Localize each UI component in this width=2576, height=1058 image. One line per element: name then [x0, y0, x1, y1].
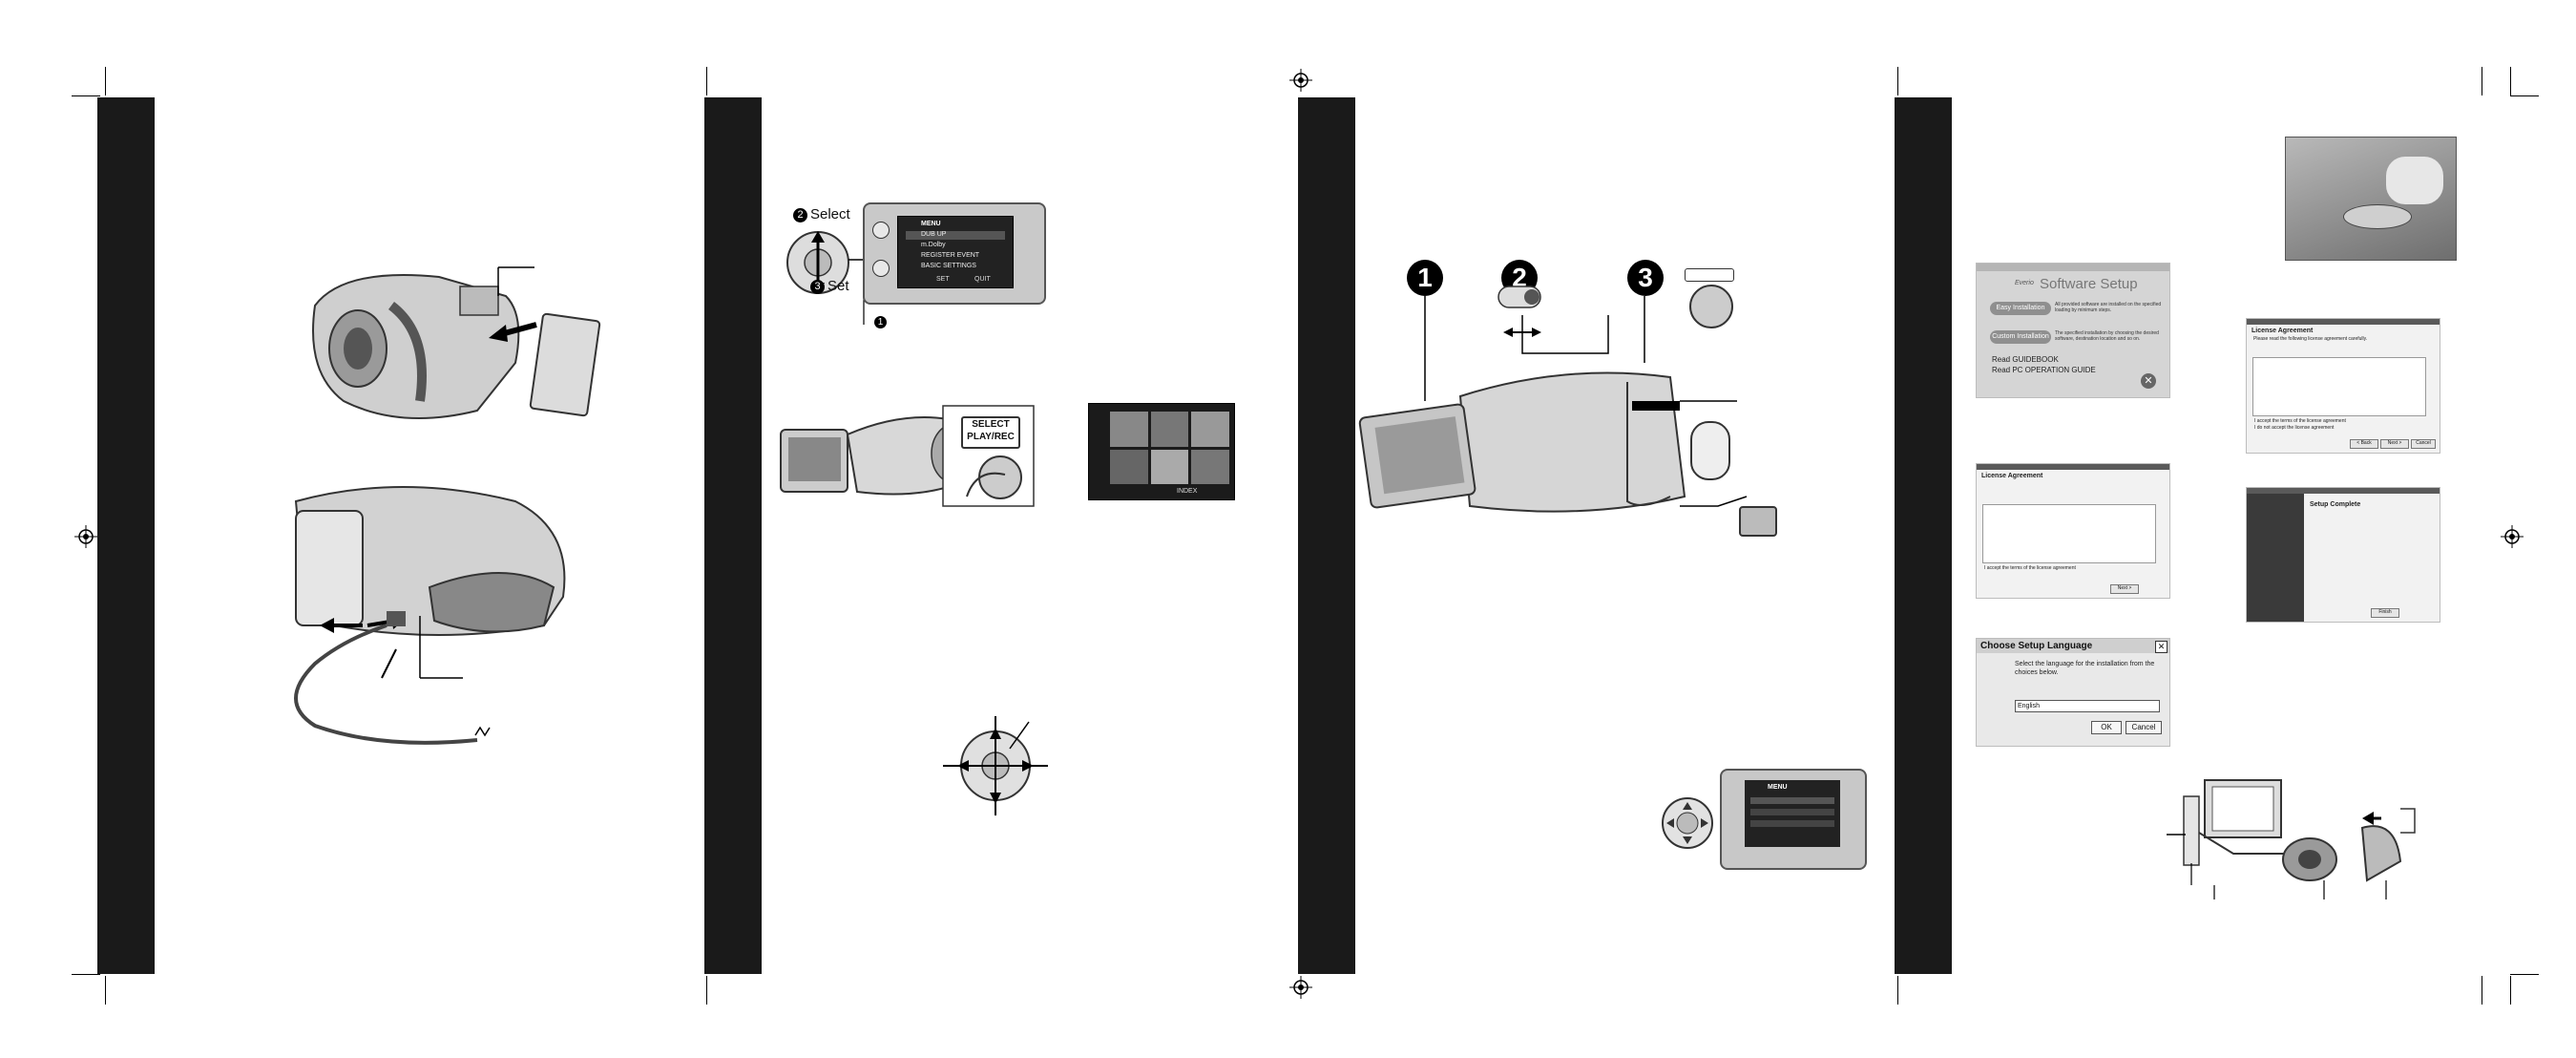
easy-installation-label: Easy Installation — [1996, 305, 2045, 311]
camcorder-battery-illustration — [312, 266, 601, 419]
license-agreement-window-2: License Agreement I accept the terms of … — [1976, 463, 2170, 599]
back-button[interactable]: < Back — [2350, 439, 2378, 449]
pc-connection-illustration — [2167, 779, 2416, 899]
choose-language-prompt: Select the language for the installation… — [2015, 661, 2155, 676]
page-spine-2 — [704, 97, 762, 974]
select-label: Select — [810, 206, 850, 222]
registration-mark — [1289, 976, 1312, 999]
crop-mark — [1897, 976, 1898, 1005]
choose-language-window: Choose Setup Language ✕ Select the langu… — [1976, 638, 2170, 747]
step-3-badge: 3 — [810, 280, 825, 294]
index-thumbnail-screen: INDEX — [1088, 403, 1235, 500]
next-button[interactable]: Next > — [2110, 584, 2139, 594]
custom-installation-desc: The specified installation by choosing t… — [2055, 330, 2159, 342]
lcd-menu-screen: MENU DUB UP m.Dolby REGISTER EVENT BASIC… — [863, 202, 1046, 305]
next-label: Next > — [2387, 440, 2402, 446]
choose-language-title: Choose Setup Language — [1980, 641, 2093, 651]
step-1-badge-large: 1 — [1407, 260, 1443, 296]
cancel-label: Cancel — [2416, 440, 2431, 446]
lcd-menu-screen-small: MENU — [1720, 769, 1867, 870]
step-2-badge: 2 — [793, 208, 807, 222]
dial-icon — [1662, 797, 1713, 849]
language-select[interactable]: English — [2015, 700, 2160, 712]
license-accept-option[interactable]: I accept the terms of the license agreem… — [2254, 418, 2346, 424]
menu-set-hint: SET — [936, 276, 950, 283]
language-value: English — [2018, 703, 2040, 709]
pc-disc-tray-photo — [2285, 137, 2457, 261]
crop-mark — [105, 67, 106, 95]
software-setup-title: Software Setup — [2040, 276, 2138, 292]
crop-mark — [105, 976, 106, 1005]
camcorder-select-playrec-illustration — [780, 405, 1035, 507]
license-title: License Agreement — [1981, 473, 2043, 479]
menu-item[interactable]: REGISTER EVENT — [921, 252, 980, 259]
setup-complete-title: Setup Complete — [2310, 501, 2361, 508]
menu-title: MENU — [1768, 784, 1788, 791]
license-title: License Agreement — [2251, 328, 2314, 334]
power-button-icon[interactable] — [1689, 285, 1733, 328]
ok-label: OK — [2101, 723, 2112, 731]
crop-mark — [72, 95, 100, 96]
cancel-label: Cancel — [2131, 723, 2156, 731]
easy-installation-desc: All provided software are installed on t… — [2055, 302, 2162, 313]
menu-item[interactable]: DUB UP — [906, 231, 1005, 240]
dial-arrows-illustration — [943, 716, 1048, 815]
registration-mark — [2501, 525, 2524, 548]
menu-quit-hint: QUIT — [974, 276, 991, 283]
close-icon[interactable]: ✕ — [2141, 373, 2156, 389]
setup-complete-window: Setup Complete Finish — [2246, 487, 2440, 623]
finish-label: Finish — [2378, 609, 2392, 615]
page-spine-3 — [1298, 97, 1355, 974]
crop-mark — [706, 976, 707, 1005]
read-guidebook-link[interactable]: Read GUIDEBOOK — [1992, 355, 2059, 364]
cancel-button[interactable]: Cancel — [2126, 721, 2162, 734]
menu-item[interactable]: m.Dolby — [921, 242, 946, 248]
close-icon[interactable]: ✕ — [2155, 641, 2168, 653]
registration-mark — [1289, 69, 1312, 92]
software-setup-window: Everio Software Setup Easy Installation … — [1976, 263, 2170, 398]
software-setup-brand: Everio — [2015, 280, 2034, 286]
crop-mark — [72, 974, 100, 975]
camcorder-open-lcd-illustration — [1358, 286, 1748, 513]
next-label: Next > — [2117, 585, 2132, 591]
step-3-badge-large: 3 — [1627, 260, 1664, 296]
step-1-badge: 1 — [874, 316, 887, 328]
crop-mark — [2510, 67, 2511, 95]
crop-mark — [2510, 974, 2539, 975]
menu-title: MENU — [921, 221, 941, 227]
set-label: Set — [827, 278, 849, 294]
crop-mark — [2510, 976, 2511, 1005]
read-pc-guide-link[interactable]: Read PC OPERATION GUIDE — [1992, 366, 2096, 374]
page-spine-4 — [1895, 97, 1952, 974]
small-button-icon[interactable] — [1739, 506, 1777, 537]
ok-button[interactable]: OK — [2091, 721, 2122, 734]
next-button[interactable]: Next > — [2380, 439, 2409, 449]
page-spine-1 — [97, 97, 155, 974]
menu-item[interactable]: BASIC SETTINGS — [921, 263, 976, 269]
crop-mark — [706, 67, 707, 95]
license-subtitle: Please read the following license agreem… — [2253, 336, 2368, 342]
easy-installation-button[interactable]: Easy Installation — [1990, 302, 2051, 315]
play-button-indicator — [1685, 268, 1734, 282]
crop-mark — [2510, 95, 2539, 96]
camcorder-ac-adapter-illustration — [294, 486, 566, 745]
back-label: < Back — [2356, 440, 2372, 446]
custom-installation-button[interactable]: Custom Installation — [1990, 330, 2051, 344]
license-accept-option[interactable]: I accept the terms of the license agreem… — [1984, 565, 2076, 571]
registration-mark — [74, 525, 97, 548]
custom-installation-label: Custom Installation — [1992, 333, 2049, 340]
select-play-rec-label: SELECT PLAY/REC — [967, 419, 1015, 442]
finish-button[interactable]: Finish — [2371, 608, 2399, 618]
license-agreement-window: License Agreement Please read the follow… — [2246, 318, 2440, 454]
cancel-button[interactable]: Cancel — [2411, 439, 2436, 449]
license-decline-option[interactable]: I do not accept the license agreement — [2254, 425, 2335, 431]
crop-mark — [1897, 67, 1898, 95]
index-label: INDEX — [1177, 488, 1198, 495]
select-play-rec-button[interactable]: SELECT PLAY/REC — [961, 416, 1020, 449]
